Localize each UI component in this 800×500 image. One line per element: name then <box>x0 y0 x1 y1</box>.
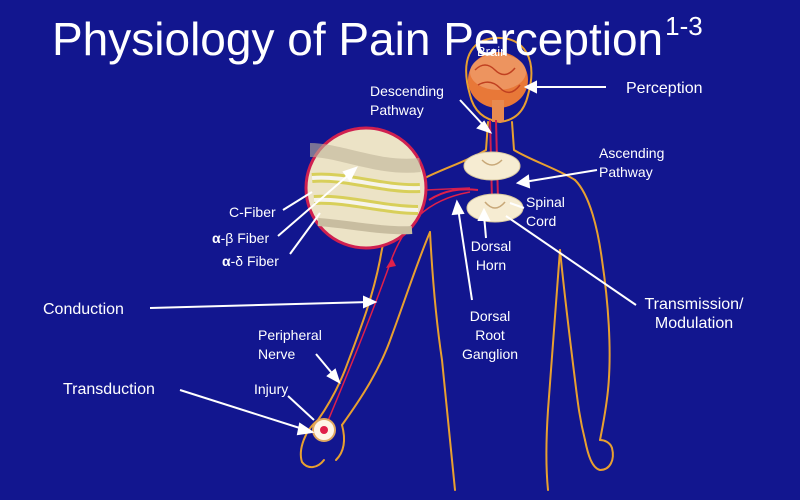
label-injury: Injury <box>254 381 289 397</box>
label-spinal-line2: Cord <box>526 213 557 229</box>
label-c-fiber: C-Fiber <box>229 204 276 220</box>
label-drg-line3: Ganglion <box>461 346 519 362</box>
alpha-delta-text: -δ Fiber <box>230 253 279 269</box>
body-outline <box>299 36 614 491</box>
pointer-lines <box>149 80 637 436</box>
label-spinal-line1: Spinal <box>526 194 565 210</box>
brain-drawing <box>468 52 528 122</box>
label-descending-pathway: Descending Pathway <box>370 82 444 120</box>
label-drg-line1: Dorsal <box>469 308 511 324</box>
alpha-delta-symbol: α <box>222 253 231 269</box>
injury-site <box>312 418 336 442</box>
title-text: Physiology of Pain Perception <box>52 13 664 65</box>
label-spinal-cord: Spinal Cord <box>526 193 565 231</box>
label-dorsal-horn-line2: Horn <box>475 257 507 273</box>
fiber-magnifier <box>304 126 471 250</box>
alpha-beta-text: -β Fiber <box>220 230 270 246</box>
label-brain: Brain <box>477 44 508 59</box>
label-peripheral-line2: Nerve <box>258 346 296 362</box>
label-peripheral-nerve: Peripheral Nerve <box>258 326 322 364</box>
label-ascending-pathway: Ascending Pathway <box>599 144 664 182</box>
label-transmission-line2: Modulation <box>654 315 734 332</box>
label-transmission-line1: Transmission/ <box>644 296 744 313</box>
label-alpha-beta-fiber: α-β Fiber <box>212 229 269 248</box>
page-title: Physiology of Pain Perception1-3 <box>52 0 703 65</box>
alpha-beta-symbol: α <box>212 230 221 246</box>
label-conduction: Conduction <box>43 301 124 318</box>
label-alpha-delta-fiber: α-δ Fiber <box>222 252 279 271</box>
title-superscript: 1-3 <box>665 11 703 41</box>
label-dorsal-horn: Dorsal Horn <box>466 237 516 275</box>
spinal-cord-sections <box>463 151 524 223</box>
label-ascending-line1: Ascending <box>599 145 665 161</box>
label-peripheral-line1: Peripheral <box>258 327 322 343</box>
label-ascending-line2: Pathway <box>599 164 653 180</box>
label-perception: Perception <box>626 80 703 97</box>
label-descending-line2: Pathway <box>370 102 424 118</box>
label-descending-line1: Descending <box>370 83 444 99</box>
label-transmission-modulation: Transmission/ Modulation <box>636 295 752 333</box>
label-drg-line2: Root <box>475 327 505 343</box>
label-dorsal-root-ganglion: Dorsal Root Ganglion <box>456 307 524 364</box>
label-transduction: Transduction <box>63 381 155 398</box>
peripheral-nerve <box>324 188 479 429</box>
label-dorsal-horn-line1: Dorsal <box>470 238 512 254</box>
